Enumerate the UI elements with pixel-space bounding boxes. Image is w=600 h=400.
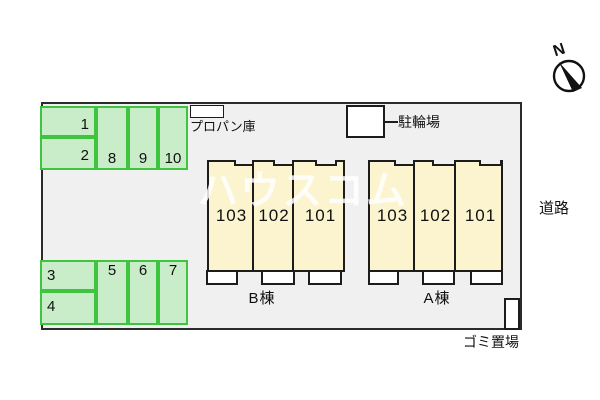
parking-space-2: 2	[40, 137, 96, 170]
unit-number: 103	[215, 206, 248, 225]
propane-storage-label: プロパン庫	[190, 119, 256, 134]
garbage-area-box	[504, 298, 520, 330]
unit-number: 103	[376, 206, 409, 225]
parking-space-7: 7	[158, 260, 188, 325]
leader-line	[385, 121, 398, 123]
parking-number: 1	[80, 116, 89, 133]
entry-notch	[479, 160, 502, 166]
entry-notch	[394, 160, 415, 166]
unit-number: 102	[419, 206, 452, 225]
entry-notch	[234, 160, 254, 166]
entry-notch	[432, 160, 456, 166]
unit-number: 101	[304, 206, 337, 225]
watermark: ハウスコム	[198, 169, 408, 213]
unit-number: 101	[464, 206, 497, 225]
parking-space-1: 1	[40, 106, 96, 137]
parking-number: 7	[168, 262, 178, 279]
propane-storage-box	[190, 105, 224, 118]
unit-divider	[413, 162, 415, 270]
parking-number: 9	[138, 150, 148, 167]
porch	[261, 270, 295, 285]
unit-divider	[292, 162, 294, 270]
porch	[206, 270, 238, 285]
porch	[422, 270, 455, 285]
parking-number: 3	[47, 267, 56, 284]
bicycle-parking-box	[346, 105, 385, 138]
unit-divider	[454, 162, 456, 270]
garbage-area-label: ゴミ置場	[463, 334, 519, 350]
north-arrow-icon	[559, 62, 582, 92]
parking-space-9: 9	[128, 106, 158, 170]
porch	[470, 270, 503, 285]
bicycle-parking-label: 駐輪場	[398, 114, 440, 130]
parking-space-10: 10	[158, 106, 188, 170]
parking-number: 8	[107, 150, 117, 167]
parking-number: 4	[47, 298, 56, 315]
porch	[308, 270, 342, 285]
compass: N	[551, 41, 586, 93]
unit-number: 102	[258, 206, 290, 225]
building-b: 103 102 101	[207, 160, 345, 272]
parking-space-5: 5	[96, 260, 128, 325]
entry-notch	[315, 160, 337, 166]
parking-number: 10	[164, 150, 182, 167]
compass-north-label: N	[551, 41, 567, 61]
parking-space-8: 8	[96, 106, 128, 170]
entry-notch	[273, 160, 294, 166]
parking-space-4: 4	[40, 291, 96, 325]
parking-space-6: 6	[128, 260, 158, 325]
parking-number: 5	[107, 262, 117, 279]
parking-number: 2	[80, 147, 89, 164]
parking-number: 6	[138, 262, 148, 279]
building-a-label: A棟	[423, 290, 451, 307]
road-label: 道路	[539, 200, 570, 217]
unit-divider	[252, 162, 254, 270]
parking-space-3: 3	[40, 260, 96, 291]
building-b-label: B棟	[248, 290, 276, 307]
porch	[368, 270, 399, 285]
